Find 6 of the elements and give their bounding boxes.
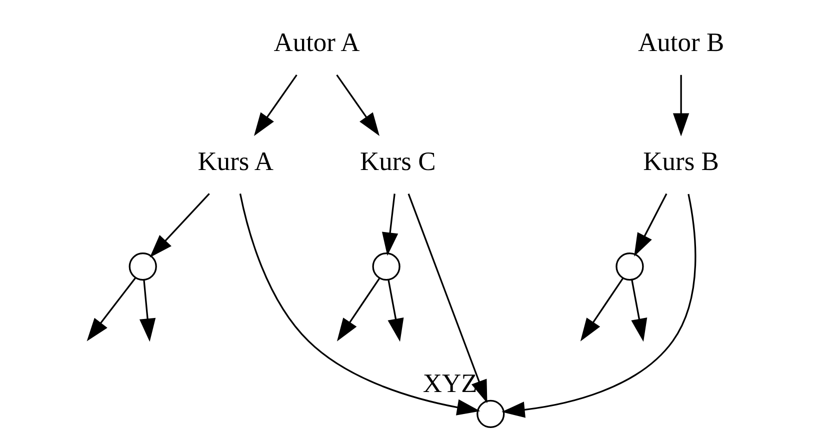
node-text: Autor B (638, 26, 724, 57)
node-label: XYZ (422, 368, 478, 398)
node-text: Kurs A (198, 146, 274, 176)
node-text: Kurs C (360, 146, 436, 176)
node-text: Autor A (274, 26, 360, 57)
node-text: Kurs B (643, 146, 719, 176)
